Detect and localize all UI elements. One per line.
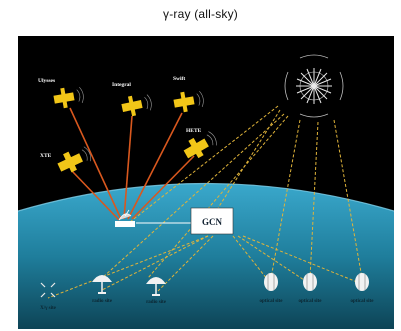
uplink-swift — [127, 112, 183, 220]
uplink-xte — [71, 170, 120, 221]
satellite-integral — [121, 94, 152, 117]
gcn-label: GCN — [202, 217, 223, 227]
label-radio-site-1: radio site — [92, 299, 113, 304]
earth-surface — [18, 183, 394, 329]
radio-site-1-icon — [92, 275, 112, 294]
xray-site-icon — [40, 282, 56, 298]
uplink-integral — [123, 115, 133, 220]
optical-site-2-icon — [303, 273, 317, 291]
label-xte: XTE — [40, 153, 52, 159]
satellite-hete — [183, 131, 217, 159]
radio-site-2-icon — [146, 277, 166, 296]
label-swift: Swift — [173, 76, 185, 82]
label-hete: HETE — [186, 128, 202, 134]
label-optical-site-2: optical site — [299, 299, 323, 304]
label-optical-site-1: optical site — [260, 299, 284, 304]
optical-site-1-icon — [264, 273, 278, 291]
satellite-ulysses — [53, 86, 84, 109]
grb-burst-icon — [284, 54, 344, 118]
central-dish-icon — [115, 209, 135, 227]
satellite-swift — [173, 90, 204, 113]
diagram-title: γ-ray (all-sky) — [163, 7, 238, 21]
uplink-hete — [131, 155, 195, 220]
label-xray-site: X/γ site — [40, 306, 57, 311]
uplink-lines — [69, 107, 195, 221]
label-integral: Integral — [112, 82, 131, 88]
uplink-ulysses — [69, 107, 122, 220]
gcn-node: GCN — [190, 207, 234, 235]
downlink-lines — [47, 105, 363, 299]
label-ulysses: Ulysses — [38, 78, 55, 84]
label-optical-site-3: optical site — [351, 299, 375, 304]
satellite-xte — [57, 146, 92, 173]
gcn-network-diagram: Ulysses Integral Swift HETE XTE GCN — [18, 36, 394, 329]
label-radio-site-2: radio site — [146, 300, 167, 305]
optical-site-3-icon — [355, 273, 369, 291]
earth-horizon-glow — [18, 182, 394, 212]
